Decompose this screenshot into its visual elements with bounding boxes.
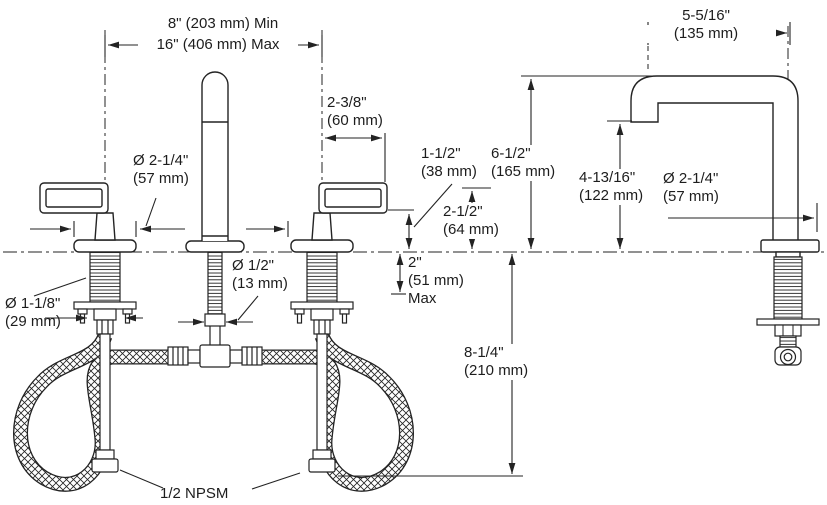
left-supply-tube	[99, 333, 111, 451]
right-valve-washer	[290, 301, 354, 310]
spout-side-profile	[630, 75, 799, 247]
tee-body	[199, 344, 231, 368]
right-escutcheon	[290, 239, 354, 253]
mixer-tee	[167, 344, 263, 368]
right-supply-tube	[316, 333, 328, 451]
right-hose-braid	[262, 333, 413, 491]
right-npsm-connector	[308, 458, 336, 473]
dim-spread-max-label: 16" (406 mm) Max	[138, 36, 298, 54]
dim-shank-diameter-label: Ø 1-1/8" (29 mm)	[5, 295, 61, 330]
dim-escutcheon-diameter-label: Ø 2-1/4" (57 mm)	[133, 152, 189, 187]
spout-side-shank	[773, 256, 803, 320]
left-npsm-connector	[91, 458, 119, 473]
dim-below-deck-depth-label: 8-1/4" (210 mm)	[462, 344, 531, 380]
dim-spread-min-label: 8" (203 mm) Min	[167, 15, 279, 32]
spout-escutcheon	[185, 240, 245, 253]
spout-front	[201, 71, 229, 241]
dim-spout-shank-diameter-label: Ø 1/2" (13 mm)	[230, 257, 290, 293]
dim-handle-height-label: 2-1/2" (64 mm)	[441, 203, 501, 239]
dim-spout-reach-label: 5-5/16"	[682, 7, 730, 24]
right-handle-stem	[311, 212, 333, 241]
left-handle-stem	[94, 212, 116, 241]
left-valve-washer	[73, 301, 137, 310]
dim-base-diameter-side-label: Ø 2-1/4" (57 mm)	[663, 170, 719, 205]
dim-handle-length-label: 2-3/8" (60 mm)	[325, 94, 385, 130]
supply-tubes	[91, 333, 336, 473]
left-hose-braid	[14, 333, 168, 491]
supply-connection-label: 1/2 NPSM	[160, 485, 229, 502]
dim-spout-reach-mm-label: (135 mm)	[636, 25, 776, 43]
spout-base-flange	[760, 239, 820, 253]
left-valve-shank	[89, 251, 121, 303]
dim-spout-outlet-height-label: 4-13/16" (122 mm)	[577, 169, 646, 205]
below-deck-hardware	[73, 251, 354, 346]
dim-spout-height-label: 6-1/2" (165 mm)	[489, 145, 558, 181]
braided-hoses	[13, 332, 414, 492]
dim-handle-clearance-label: 1-1/2" (38 mm)	[421, 145, 477, 180]
dim-deck-thickness-label: 2" (51 mm) Max	[406, 254, 466, 308]
front-view	[39, 71, 388, 253]
left-escutcheon	[73, 239, 137, 253]
side-view	[630, 75, 820, 366]
right-valve-shank	[306, 251, 338, 303]
spout-shank	[207, 251, 223, 315]
